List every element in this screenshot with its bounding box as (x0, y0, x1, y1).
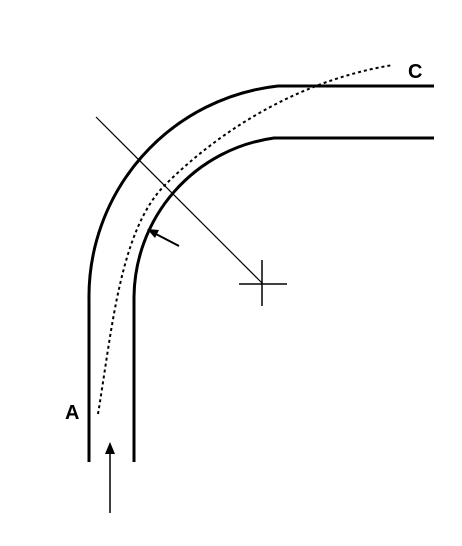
pointer-arrow (147, 229, 180, 247)
radius-line (95, 116, 263, 284)
centre-crosshair (239, 260, 287, 306)
flow-path-dotted (97, 64, 394, 415)
outer-pipe-wall (87, 84, 434, 462)
inlet-flow-arrow (105, 442, 115, 513)
label-end: C (408, 61, 422, 83)
inner-pipe-wall (132, 136, 434, 462)
label-start: A (65, 402, 79, 424)
